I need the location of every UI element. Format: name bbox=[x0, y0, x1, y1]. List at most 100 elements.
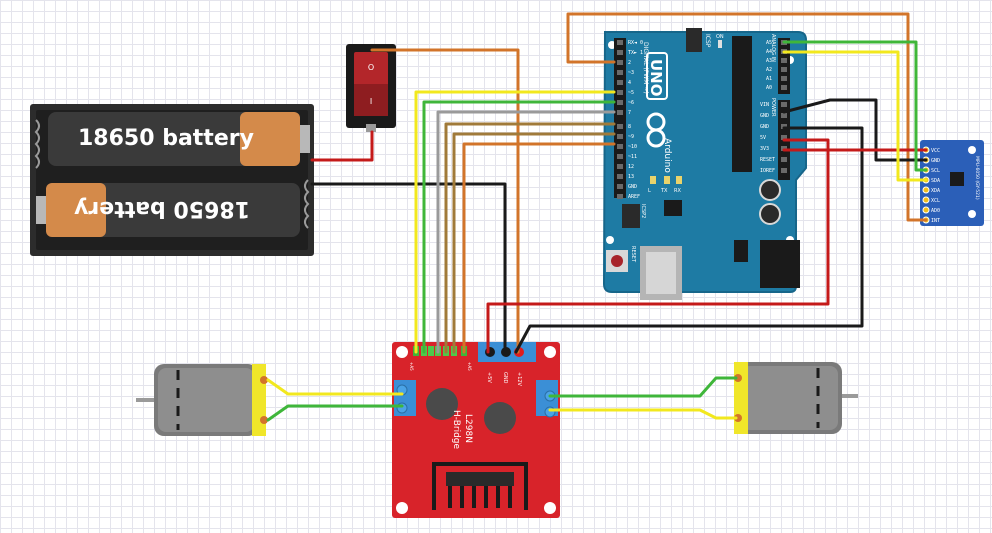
icsp-top-label: ICSP bbox=[704, 34, 711, 48]
analog-pin-label: A2 bbox=[766, 67, 772, 73]
motor-left bbox=[136, 364, 268, 436]
digital-pin-hole[interactable] bbox=[617, 144, 623, 149]
power-header-label: POWER bbox=[770, 98, 776, 117]
digital-pin-hole[interactable] bbox=[617, 70, 623, 75]
wires bbox=[266, 12, 928, 422]
digital-pin-hole[interactable] bbox=[617, 194, 623, 199]
digital-pin-label: 12 bbox=[628, 164, 634, 170]
battery-cell-top: 18650 battery bbox=[48, 112, 310, 166]
digital-pin-hole[interactable] bbox=[617, 164, 623, 169]
digital-pin-hole[interactable] bbox=[617, 40, 623, 45]
pin-12v-label: +12V bbox=[516, 372, 522, 387]
imu-pin-label: SCL bbox=[931, 168, 940, 174]
power-pin-label: 5V bbox=[760, 135, 766, 141]
analog-pin-hole[interactable] bbox=[781, 76, 787, 81]
power-pin-label: RESET bbox=[760, 157, 775, 163]
arduino-logo bbox=[646, 112, 666, 148]
analog-pin-hole[interactable] bbox=[781, 67, 787, 72]
icsp-bottom-label: ICSP2 bbox=[640, 204, 646, 218]
wire-motor-b-2 bbox=[548, 408, 738, 420]
digital-pin-label: 13 bbox=[628, 174, 634, 180]
digital-pin-label: 2 bbox=[628, 60, 631, 66]
digital-pin-label: ~9 bbox=[628, 134, 634, 140]
digital-pin-label: 7 bbox=[628, 110, 631, 116]
wire-imu-gnd bbox=[782, 98, 928, 162]
pin-gnd-label: GND bbox=[502, 372, 508, 384]
icsp-header-top bbox=[686, 28, 702, 52]
wire-a5-scl bbox=[782, 40, 928, 172]
wire-motor-b-1 bbox=[548, 376, 738, 398]
digital-pin-hole[interactable] bbox=[617, 100, 623, 105]
digital-pin-label: TX► 1 bbox=[628, 50, 643, 56]
imu-pin[interactable] bbox=[922, 186, 930, 194]
wire-d10-enb bbox=[462, 142, 616, 354]
wire-d2-imu-int bbox=[566, 12, 928, 222]
imu-pin-label: SDA bbox=[931, 178, 940, 184]
power-pin-hole[interactable] bbox=[781, 168, 787, 173]
reset-button[interactable] bbox=[606, 250, 628, 272]
motor-right bbox=[734, 362, 858, 434]
wire-gnd bbox=[514, 126, 864, 354]
power-pin-hole[interactable] bbox=[781, 135, 787, 140]
digital-pin-label: ~10 bbox=[628, 144, 637, 150]
digital-pin-hole[interactable] bbox=[617, 50, 623, 55]
analog-pin-label: A5 bbox=[766, 40, 772, 46]
digital-pin-hole[interactable] bbox=[617, 124, 623, 129]
board-brand: Arduino bbox=[662, 138, 672, 173]
digital-pin-hole[interactable] bbox=[617, 80, 623, 85]
analog-pin-label: A0 bbox=[766, 85, 772, 91]
digital-pin-hole[interactable] bbox=[617, 134, 623, 139]
power-pin-hole[interactable] bbox=[781, 102, 787, 107]
imu-name: MPU-6050 (GY-521) bbox=[974, 156, 980, 200]
power-pin-label: 3V3 bbox=[760, 146, 769, 152]
on-led-label: ON bbox=[716, 34, 724, 40]
digital-pin-hole[interactable] bbox=[617, 174, 623, 179]
imu-pin[interactable] bbox=[922, 206, 930, 214]
battery-top-label: 18650 battery bbox=[78, 126, 254, 151]
reset-label: RESET bbox=[630, 246, 636, 263]
imu-pin-label: XCL bbox=[931, 198, 940, 204]
power-pin-label: GND bbox=[760, 124, 769, 130]
analog-pin-label: A4 bbox=[766, 49, 772, 55]
heatsink bbox=[432, 462, 528, 510]
analog-pin-hole[interactable] bbox=[781, 85, 787, 90]
digital-header-label: DIGITAL (PWM ~) bbox=[642, 42, 649, 94]
wire-a4-sda bbox=[782, 50, 928, 182]
wire-d6-in1 bbox=[422, 100, 616, 354]
wire-motor-a-1 bbox=[266, 378, 404, 396]
digital-pin-label: GND bbox=[628, 184, 637, 190]
imu-pin[interactable] bbox=[922, 196, 930, 204]
digital-pin-hole[interactable] bbox=[617, 90, 623, 95]
icsp-header-bottom bbox=[622, 204, 640, 228]
analog-pin-label: A3 bbox=[766, 58, 772, 64]
wire-d9-in4 bbox=[452, 132, 616, 354]
digital-pin-label: ~5 bbox=[628, 90, 634, 96]
pin-5v-label: +5V bbox=[486, 372, 492, 383]
digital-pin-hole[interactable] bbox=[617, 60, 623, 65]
wire-motor-a-2 bbox=[266, 404, 404, 422]
digital-pin-hole[interactable] bbox=[617, 184, 623, 189]
battery-cell-bottom: 18650 battery bbox=[36, 183, 300, 237]
arduino-uno-board: RX◄ 0TX► 12~34~5~678~9~10~111213GNDAREF … bbox=[602, 28, 807, 300]
digital-pin-label: ~3 bbox=[628, 70, 634, 76]
hbridge-header-pin[interactable] bbox=[428, 346, 434, 356]
analog-pin-hole[interactable] bbox=[781, 58, 787, 63]
hbridge-name: H-Bridge bbox=[451, 410, 461, 449]
wire-battery-gnd bbox=[310, 182, 507, 354]
wire-5v bbox=[486, 138, 830, 354]
battery-bottom-label: 18650 battery bbox=[74, 196, 250, 221]
wire-battery-switch bbox=[310, 130, 374, 162]
rocker-switch[interactable]: O I bbox=[346, 44, 396, 132]
wire-switch-12v bbox=[370, 48, 520, 354]
analog-pin-label: A1 bbox=[766, 76, 772, 82]
imu-pin-label: AD0 bbox=[931, 208, 940, 214]
dc-jack bbox=[760, 240, 800, 288]
atmega-chip bbox=[732, 36, 752, 172]
power-pin-hole[interactable] bbox=[781, 113, 787, 118]
digital-pin-label: 4 bbox=[628, 80, 631, 86]
digital-pin-hole[interactable] bbox=[617, 110, 623, 115]
digital-pin-hole[interactable] bbox=[617, 154, 623, 159]
power-pin-hole[interactable] bbox=[781, 157, 787, 162]
